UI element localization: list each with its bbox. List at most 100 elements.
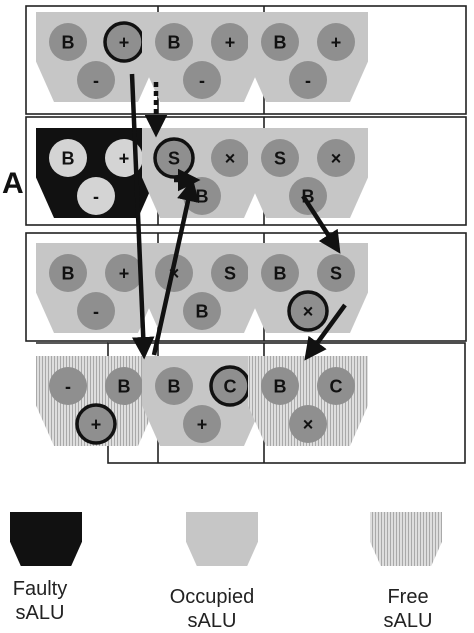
salu-cell: B +-	[36, 12, 156, 102]
operation-node	[317, 139, 355, 177]
operation-node	[261, 367, 299, 405]
operation-label: +	[119, 33, 130, 53]
legend-occupied-line1: Occupied	[169, 586, 255, 608]
legend-label-occupied: Occupied sALU	[146, 585, 278, 633]
operation-node-highlighted	[287, 290, 329, 332]
operation-node-highlighted	[153, 137, 195, 179]
operation-node	[261, 23, 299, 61]
operation-label: B	[62, 33, 75, 53]
salu-cell: - B +	[36, 356, 156, 446]
operation-label: B	[274, 377, 287, 397]
operation-node-highlighted	[75, 403, 117, 445]
operation-node	[183, 292, 221, 330]
operation-node	[155, 23, 193, 61]
operation-label: S	[168, 149, 180, 169]
legend-label-faulty: Faulty sALU	[0, 577, 80, 625]
operation-label: B	[168, 377, 181, 397]
operation-node	[289, 177, 327, 215]
operation-label: S	[330, 264, 342, 284]
operation-node	[49, 367, 87, 405]
salu-cell: B +-	[36, 243, 156, 333]
operation-label: +	[119, 264, 130, 284]
salu-cell: B +-	[36, 128, 156, 218]
legend-label-free: Free sALU	[358, 585, 458, 633]
salu-cell: B S ×	[248, 243, 368, 333]
legend-free-line1: Free	[387, 586, 429, 608]
operation-node	[49, 254, 87, 292]
reroute-arrow	[151, 178, 200, 356]
operation-label: S	[224, 264, 236, 284]
operation-label: -	[65, 377, 71, 397]
operation-label: B	[196, 302, 209, 322]
operation-node	[317, 23, 355, 61]
operation-label: B	[196, 187, 209, 207]
reroute-arrows	[129, 73, 347, 361]
operation-node	[155, 367, 193, 405]
operation-node	[105, 367, 143, 405]
operation-node	[317, 254, 355, 292]
operation-node	[289, 405, 327, 443]
operation-label: +	[331, 33, 342, 53]
salu-cell: B +-	[142, 12, 262, 102]
operation-label: ×	[331, 149, 342, 169]
salu-cell: B C ×	[248, 356, 368, 446]
operation-label: -	[199, 71, 205, 91]
operation-label: B	[118, 377, 131, 397]
operation-label: ×	[303, 415, 314, 435]
operation-node	[261, 139, 299, 177]
operation-node	[49, 23, 87, 61]
reroute-arrow	[129, 73, 155, 360]
salu-cell: S×B	[248, 128, 368, 218]
operation-label: C	[224, 377, 237, 397]
operation-node	[289, 61, 327, 99]
legend-free-line2: sALU	[383, 610, 433, 632]
operation-label: -	[305, 71, 311, 91]
faulty-marker-label: A	[2, 167, 24, 200]
salu-cell: S × B	[142, 128, 262, 218]
operation-node	[77, 292, 115, 330]
operation-label: ×	[303, 302, 314, 322]
legend-faulty-line2: sALU	[15, 602, 65, 624]
operation-node	[317, 367, 355, 405]
operation-label: S	[274, 149, 286, 169]
salu-cell: B C +	[142, 356, 262, 446]
operation-node	[261, 254, 299, 292]
legend-faulty-line1: Faulty	[12, 578, 68, 600]
operation-label: B	[62, 149, 75, 169]
bus-row-2	[25, 116, 467, 226]
operation-label: B	[62, 264, 75, 284]
legend	[10, 512, 442, 566]
operation-node	[77, 177, 115, 215]
operation-label: +	[197, 415, 208, 435]
operation-label: B	[274, 264, 287, 284]
reroute-arrow	[301, 194, 341, 254]
operation-node	[105, 254, 143, 292]
operation-label: B	[274, 33, 287, 53]
operation-label: +	[225, 33, 236, 53]
bus-row-1	[25, 5, 467, 115]
operation-node	[49, 139, 87, 177]
operation-node	[77, 61, 115, 99]
operation-node	[211, 254, 249, 292]
legend-swatch-free	[370, 512, 442, 566]
operation-label: -	[93, 302, 99, 322]
operation-label: ×	[225, 149, 236, 169]
reroute-arrow	[304, 303, 347, 361]
operation-node	[211, 139, 249, 177]
operation-label: +	[119, 149, 130, 169]
operation-node	[211, 23, 249, 61]
salu-cell: B +-	[248, 12, 368, 102]
operation-label: +	[91, 415, 102, 435]
operation-label: B	[168, 33, 181, 53]
operation-label: C	[330, 377, 343, 397]
bus-row-3	[25, 232, 467, 342]
operation-node	[183, 405, 221, 443]
legend-swatch-faulty	[10, 512, 82, 566]
operation-label: -	[93, 71, 99, 91]
operation-label: -	[93, 187, 99, 207]
legend-swatch-occupied	[186, 512, 258, 566]
legend-occupied-line2: sALU	[187, 610, 237, 632]
operation-node	[183, 61, 221, 99]
